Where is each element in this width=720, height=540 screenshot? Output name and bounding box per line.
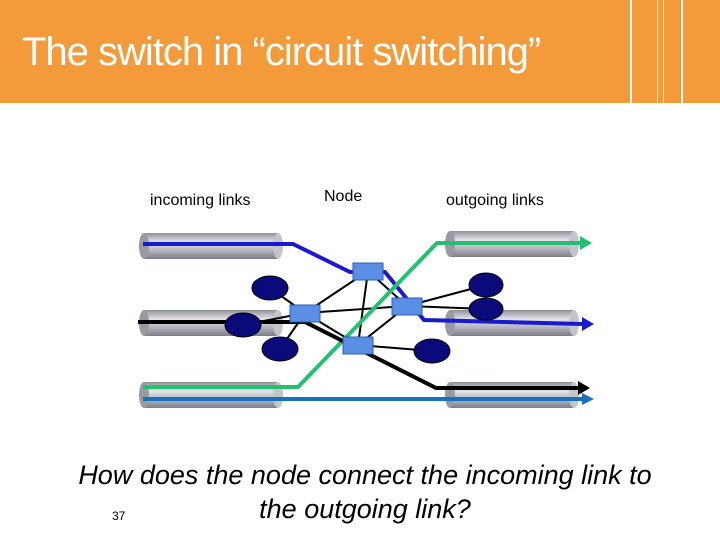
node-label: Node <box>324 188 363 205</box>
black-circuit <box>138 320 578 390</box>
host-node <box>413 338 451 364</box>
green-circuit <box>143 241 580 389</box>
title-bar: The switch in “circuit switching” <box>0 0 720 103</box>
switch-node <box>391 297 423 316</box>
teal-circuit-arrowhead <box>582 393 594 405</box>
black-circuit-arrowhead <box>578 381 590 395</box>
outgoing-link-pipe-bottom <box>445 382 579 408</box>
host-node <box>261 336 299 362</box>
switch-node <box>352 262 384 281</box>
host-node <box>224 312 262 338</box>
host-node <box>468 297 504 321</box>
host-node <box>468 272 504 298</box>
blue-circuit-arrowhead <box>582 317 594 331</box>
decor-line <box>657 0 658 103</box>
page-number: 37 <box>112 509 126 523</box>
switch-node <box>342 336 374 355</box>
switch-node <box>289 304 321 323</box>
decor-line <box>681 0 683 103</box>
decor-line <box>663 0 664 103</box>
slide-title: The switch in “circuit switching” <box>22 30 541 74</box>
green-circuit-arrowhead <box>580 236 592 250</box>
incoming-links-label: incoming links <box>150 192 251 209</box>
question-text: How does the node connect the incoming l… <box>78 460 652 524</box>
decor-line <box>630 0 632 103</box>
host-node <box>251 275 289 301</box>
outgoing-links-label: outgoing links <box>446 192 544 209</box>
